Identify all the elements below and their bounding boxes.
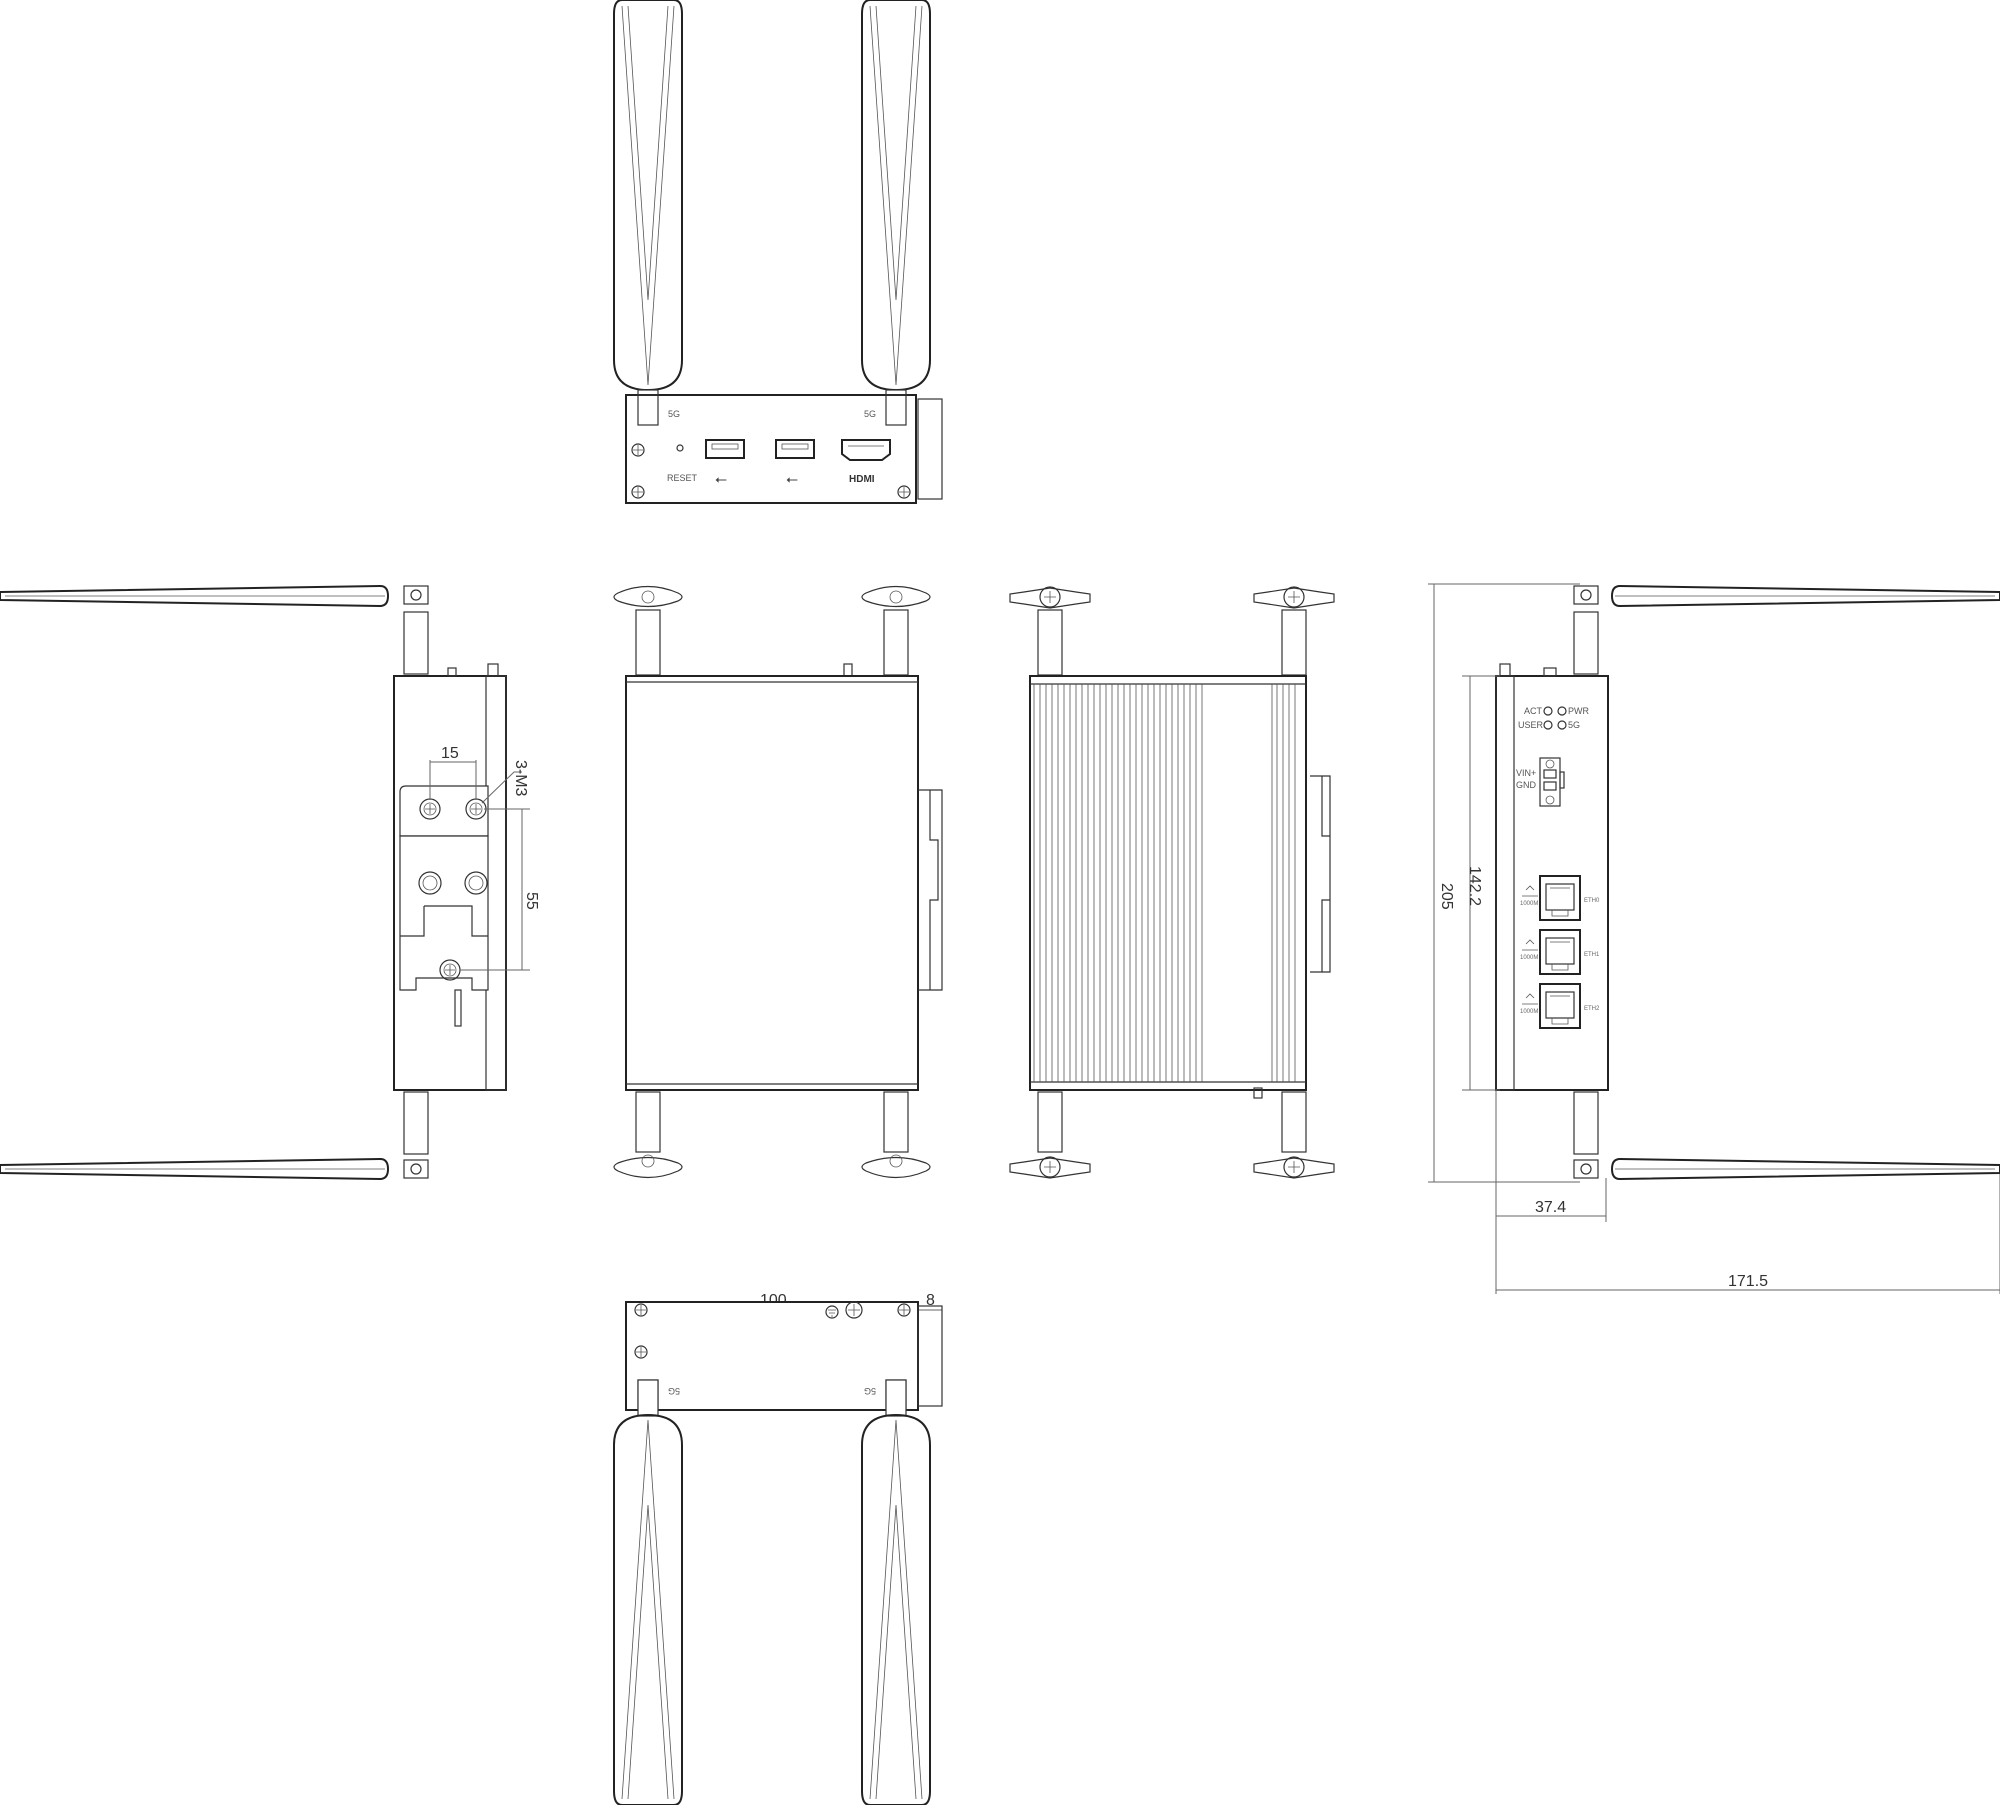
power-vin-label: VIN+ xyxy=(1516,768,1536,778)
led-5g xyxy=(1557,720,1567,730)
antenna-knob xyxy=(1253,586,1335,676)
antenna-front-left xyxy=(613,0,683,427)
antenna-bottom-right xyxy=(861,1379,931,1805)
antenna-left-top xyxy=(0,584,429,675)
antenna-label-left-bottom: 5G xyxy=(668,1386,680,1396)
screw-icon xyxy=(897,485,911,499)
antenna-bottom-left xyxy=(613,1379,683,1805)
screw-icon xyxy=(631,485,645,499)
network-icon xyxy=(1522,993,1538,1005)
usb-port[interactable] xyxy=(775,439,815,459)
bottom-panel-view: 100 8 5G 5G xyxy=(613,1292,943,1805)
usb-port[interactable] xyxy=(705,439,745,459)
antenna-left-bottom xyxy=(0,1091,429,1181)
power-gnd-label: GND xyxy=(1516,780,1537,790)
antenna-knob xyxy=(861,1091,931,1179)
dim-rail-depth: 8 xyxy=(926,1292,935,1309)
led-user-label: USER xyxy=(1518,720,1544,730)
antenna-knob xyxy=(861,585,931,676)
dim-height-total: 205 xyxy=(1438,883,1455,910)
hdmi-label: HDMI xyxy=(849,474,875,485)
led-pwr xyxy=(1557,706,1567,716)
reset-label: RESET xyxy=(667,473,698,483)
eth1-speed: 1000M xyxy=(1520,955,1538,961)
dim-depth-body: 37.4 xyxy=(1535,1199,1566,1216)
eth0-name: ETH0 xyxy=(1584,898,1600,904)
ethernet-port-1[interactable] xyxy=(1539,929,1581,975)
led-pwr-label: PWR xyxy=(1568,706,1589,716)
antenna-label-left: 5G xyxy=(668,409,680,419)
antenna-knob xyxy=(1009,586,1091,676)
led-act-label: ACT xyxy=(1524,706,1543,716)
antenna-knob xyxy=(613,585,683,676)
ethernet-port-2[interactable] xyxy=(1539,983,1581,1029)
eth1-name: ETH1 xyxy=(1584,952,1600,958)
antenna-front-right xyxy=(861,0,931,427)
usb-icon: ⭠ xyxy=(715,471,727,488)
screw-icon xyxy=(631,443,645,457)
screw-spec-label: 3-M3 xyxy=(512,760,529,797)
din-side-view: 15 55 3-M3 xyxy=(0,584,540,1181)
heatsink-fins xyxy=(1033,684,1296,1082)
front-panel-view: 5G 5G RESET ⭠ ⭠ HDMI xyxy=(613,0,943,504)
hdmi-port[interactable] xyxy=(841,439,891,461)
eth2-speed: 1000M xyxy=(1520,1009,1538,1015)
antenna-right-bottom xyxy=(1573,1091,2000,1181)
antenna-label-right-bottom: 5G xyxy=(864,1386,876,1396)
screw-icon xyxy=(845,1301,863,1319)
antenna-knob xyxy=(1253,1091,1335,1179)
eth2-name: ETH2 xyxy=(1584,1006,1600,1012)
power-terminal[interactable] xyxy=(1539,757,1565,807)
dim-depth-total: 171.5 xyxy=(1728,1273,1768,1290)
led-5g-label: 5G xyxy=(1568,720,1580,730)
network-icon xyxy=(1522,885,1538,897)
ground-icon xyxy=(825,1305,839,1319)
antenna-label-right: 5G xyxy=(864,409,876,419)
usb-icon: ⭠ xyxy=(786,471,798,488)
ethernet-port-0[interactable] xyxy=(1539,875,1581,921)
front-panel xyxy=(625,394,917,504)
side-view-plain xyxy=(613,585,943,1179)
screw-icon xyxy=(634,1345,648,1359)
eth0-speed: 1000M xyxy=(1520,901,1538,907)
reset-hole[interactable] xyxy=(676,444,684,452)
led-act xyxy=(1543,706,1553,716)
dim-height-body: 142.2 xyxy=(1466,866,1483,906)
led-user xyxy=(1543,720,1553,730)
antenna-right-top xyxy=(1573,584,2000,675)
dim-screw-span: 55 xyxy=(523,892,540,910)
heatsink-view xyxy=(1009,586,1335,1179)
dim-screw-pitch: 15 xyxy=(441,745,459,762)
screw-icon xyxy=(897,1303,911,1317)
screw-icon xyxy=(634,1303,648,1317)
rear-panel-view: ACT PWR USER 5G VIN+ GND xyxy=(1428,583,2000,1294)
antenna-knob xyxy=(1009,1091,1091,1179)
network-icon xyxy=(1522,939,1538,951)
antenna-knob xyxy=(613,1091,683,1179)
din-rail-edge xyxy=(917,398,943,500)
